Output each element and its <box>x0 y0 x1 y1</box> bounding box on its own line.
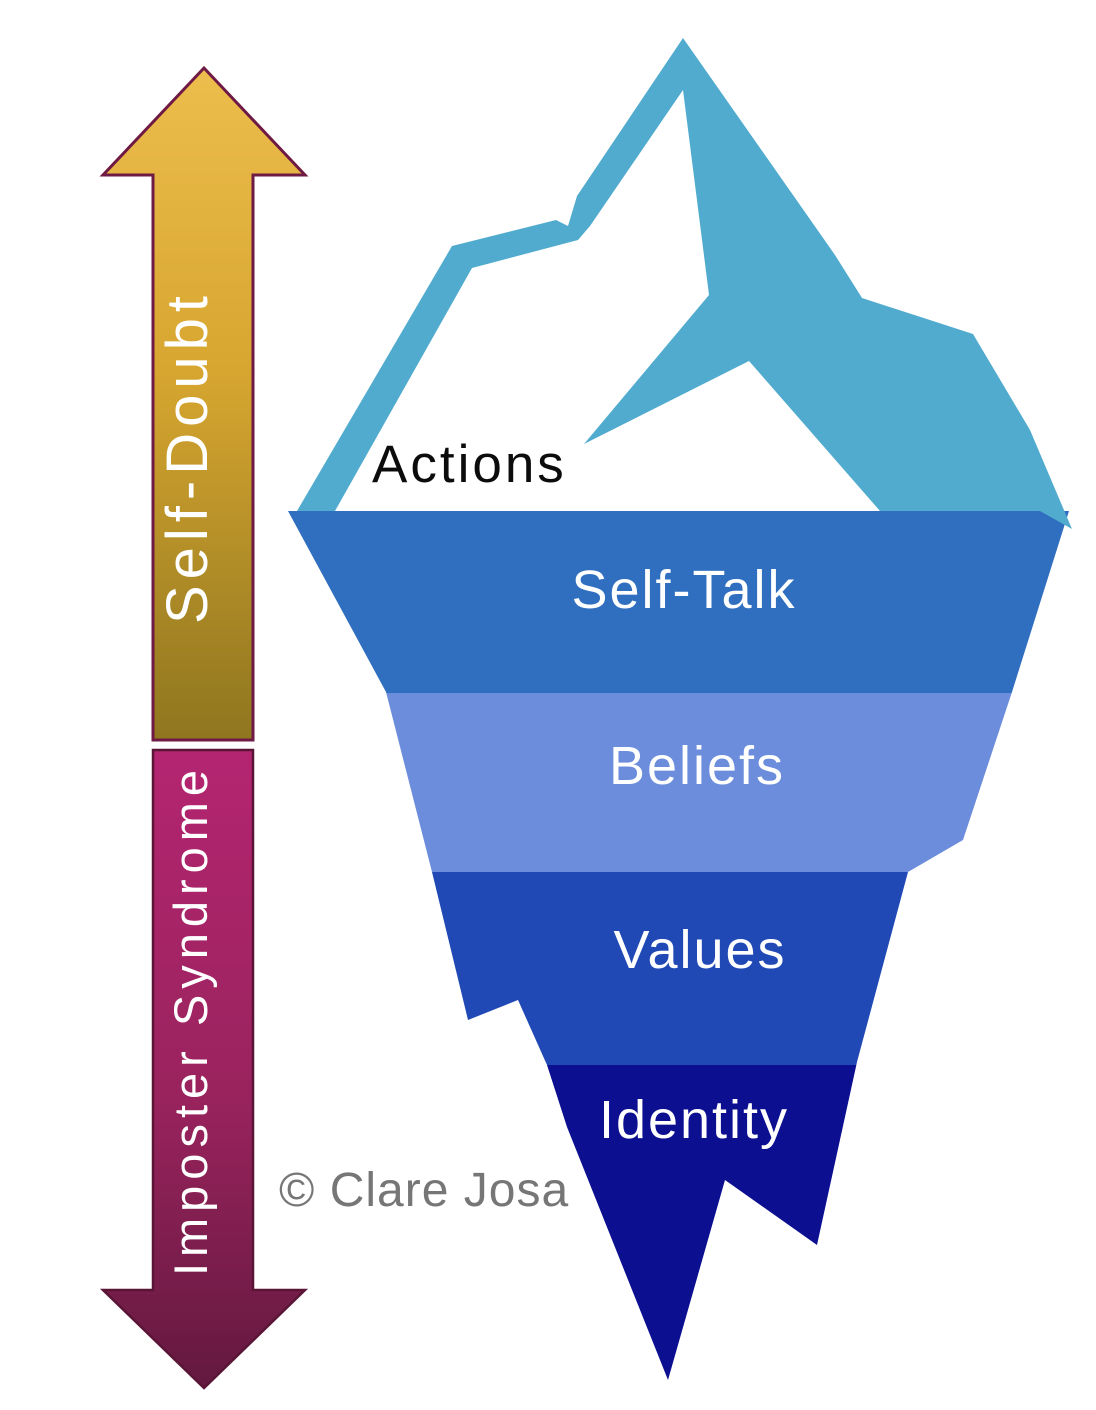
up-arrow <box>99 65 309 742</box>
down-arrow <box>99 748 309 1390</box>
credit-label: © Clare Josa <box>279 1164 569 1217</box>
iceberg-layer-self-talk <box>288 511 1069 693</box>
identity-label: Identity <box>599 1090 789 1150</box>
self-talk-label: Self-Talk <box>571 560 796 620</box>
values-label: Values <box>613 920 786 980</box>
beliefs-label: Beliefs <box>609 736 785 796</box>
up-arrow-label: Self-Doubt <box>155 290 220 624</box>
iceberg-white-face <box>335 90 880 511</box>
actions-label: Actions <box>372 435 567 494</box>
down-arrow-label: Imposter Syndrome <box>164 764 217 1276</box>
